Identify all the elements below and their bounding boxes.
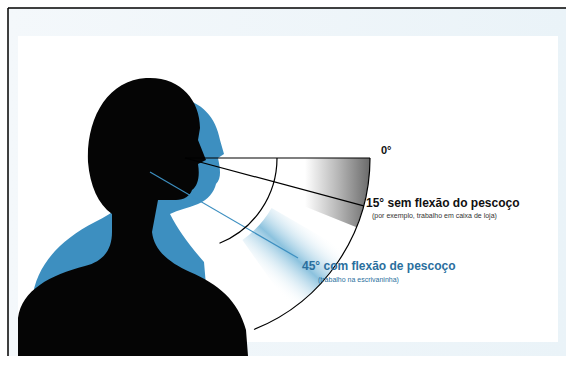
note-label: (por exemplo, trabalho em caixa de loja) [372, 212, 497, 219]
frame-ground [8, 8, 566, 356]
inner-arc [220, 158, 278, 243]
upright-figure [18, 78, 248, 356]
note-label: (trabalho na escrivaninha) [318, 276, 399, 283]
angle-label: 0° [381, 144, 392, 156]
outer-arc [254, 158, 370, 330]
grey-band [296, 158, 370, 227]
angle-label: 45° com flexão de pescoço [302, 259, 456, 273]
line-45deg [150, 172, 298, 258]
angle-label: 15° sem flexão do pescoço [366, 196, 520, 210]
frame-line [8, 7, 566, 9]
blue-band [242, 208, 345, 310]
frame-line [7, 8, 9, 356]
